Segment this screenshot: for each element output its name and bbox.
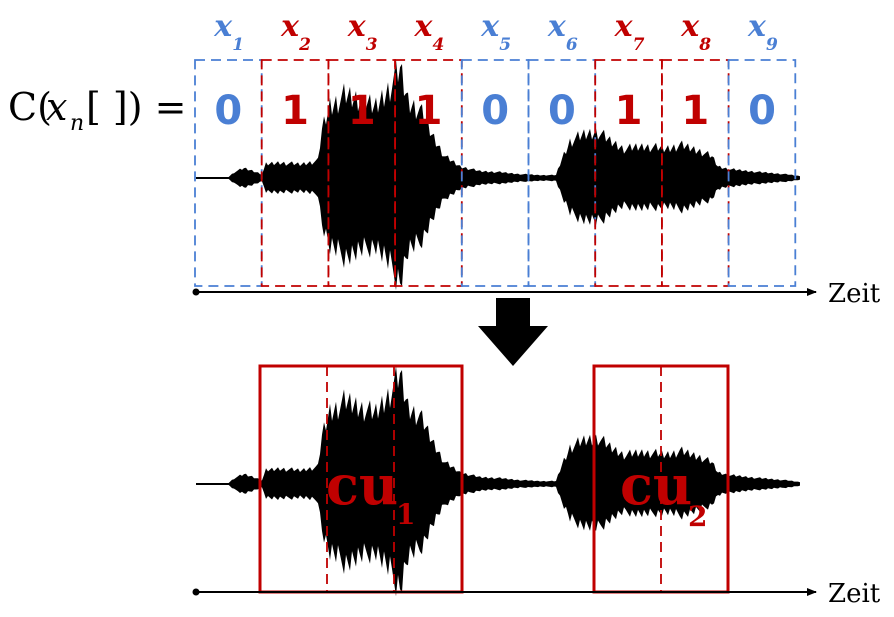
segment-class-value: 1 bbox=[281, 88, 309, 134]
time-axis-bottom: Zeit bbox=[192, 579, 881, 609]
formula-label: C( x n [ ]) = bbox=[8, 85, 186, 136]
segment-label: x bbox=[280, 9, 300, 44]
time-axis-top: Zeit bbox=[192, 279, 881, 309]
unit-sub: 1 bbox=[396, 498, 415, 531]
formula-var: x bbox=[46, 85, 67, 129]
segment-label: x bbox=[680, 9, 700, 44]
segment-index: 7 bbox=[633, 35, 645, 55]
segment-label: x bbox=[347, 9, 367, 44]
formula-suffix: [ ]) = bbox=[86, 85, 186, 129]
waveform-shape bbox=[196, 365, 800, 597]
segment-class-value: 0 bbox=[481, 88, 509, 134]
segment-class-value: 1 bbox=[615, 88, 643, 134]
segment-label: x bbox=[480, 9, 500, 44]
waveform-bottom bbox=[196, 365, 800, 597]
axis-label-zeit-bottom: Zeit bbox=[828, 579, 881, 609]
segment-index: 5 bbox=[499, 35, 511, 55]
segment-index: 6 bbox=[566, 35, 578, 55]
unit-sub: 2 bbox=[688, 500, 707, 533]
segment-label: x bbox=[213, 9, 233, 44]
unit-label: cu bbox=[620, 453, 692, 517]
segment-frame bbox=[727, 59, 797, 287]
segment-index: 3 bbox=[366, 35, 378, 55]
segment-class-value: 0 bbox=[748, 88, 776, 134]
segment-label: x bbox=[547, 9, 567, 44]
segment-class-value: 1 bbox=[681, 88, 709, 134]
segment-label: x bbox=[614, 9, 634, 44]
segment-index: 8 bbox=[698, 35, 711, 55]
segment-class-value: 0 bbox=[548, 88, 576, 134]
waveform-shape bbox=[196, 59, 800, 291]
down-arrow-icon bbox=[478, 298, 548, 366]
segment-index: 2 bbox=[298, 35, 311, 55]
segment-class-value: 1 bbox=[415, 88, 443, 134]
formula-prefix: C( bbox=[8, 85, 52, 129]
segment-label: x bbox=[414, 9, 434, 44]
waveform-top bbox=[196, 59, 800, 291]
unit-label: cu bbox=[326, 453, 398, 517]
axis-label-zeit-top: Zeit bbox=[828, 279, 881, 309]
segment-class-value: 0 bbox=[214, 88, 242, 134]
unit-box-2: cu 2 bbox=[592, 364, 730, 594]
formula-sub: n bbox=[70, 111, 84, 136]
segment-index: 9 bbox=[766, 35, 778, 55]
segment-label: x bbox=[747, 9, 767, 44]
segment-index: 4 bbox=[433, 35, 445, 55]
segment-class-value: 1 bbox=[348, 88, 376, 134]
segment-index: 1 bbox=[232, 35, 244, 55]
